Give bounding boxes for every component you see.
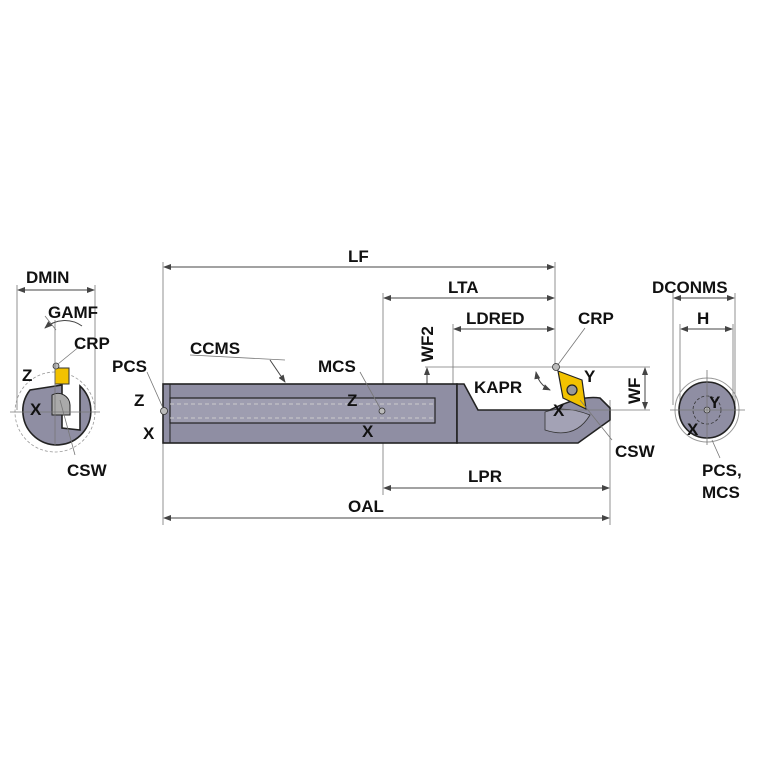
gamf-label: GAMF (48, 303, 98, 322)
crp-point (552, 363, 560, 371)
pcs-mcs-label-line1: PCS, (702, 461, 742, 480)
dmin-label: DMIN (26, 268, 69, 287)
csw-label: CSW (615, 442, 656, 461)
x-axis-label-insert: X (553, 401, 565, 420)
pcs-point (160, 407, 168, 415)
csw-label-left: CSW (67, 461, 108, 480)
oal-label: OAL (348, 497, 384, 516)
lpr-label: LPR (468, 467, 502, 486)
h-label: H (697, 309, 709, 328)
ldred-label: LDRED (466, 309, 525, 328)
insert-screw (566, 384, 578, 396)
top-dimensions: LF LTA LDRED CRP WF2 (162, 247, 650, 525)
z-axis-label-mcs: Z (347, 391, 357, 410)
mcs-point (378, 407, 386, 415)
pcs-mcs-label-line2: MCS (702, 483, 740, 502)
insert-end-view (54, 367, 70, 385)
ccms-label: CCMS (190, 339, 240, 358)
dconms-label: DCONMS (652, 278, 728, 297)
pcs-label: PCS (112, 357, 147, 376)
left-end-view: DMIN GAMF CRP Z X CSW (10, 268, 110, 480)
y-axis-label-end: Y (709, 393, 721, 412)
z-axis-label-left: Z (22, 366, 32, 385)
wf-label: WF (625, 378, 644, 404)
wf-dimension: WF (560, 367, 650, 411)
x-axis-label-end: X (687, 420, 699, 439)
x-axis-label-mcs: X (362, 422, 374, 441)
bottom-dimensions: LPR OAL (163, 467, 610, 521)
boring-bar-side-view: CCMS PCS Z X MCS Z X KAPR Y X CSW (112, 339, 656, 461)
kapr-label: KAPR (474, 378, 522, 397)
y-axis-label-insert: Y (584, 367, 596, 386)
right-end-view: DCONMS H Y X PCS, MCS (652, 278, 745, 502)
wf2-label: WF2 (418, 326, 437, 362)
lf-label: LF (348, 247, 369, 266)
x-axis-label-pcs: X (143, 424, 155, 443)
mcs-label: MCS (318, 357, 356, 376)
crp-label-left: CRP (74, 334, 110, 353)
crp-label: CRP (578, 309, 614, 328)
coolant-hole (169, 397, 436, 424)
lta-label: LTA (448, 278, 479, 297)
x-axis-label-left: X (30, 400, 42, 419)
z-axis-label-pcs: Z (134, 391, 144, 410)
